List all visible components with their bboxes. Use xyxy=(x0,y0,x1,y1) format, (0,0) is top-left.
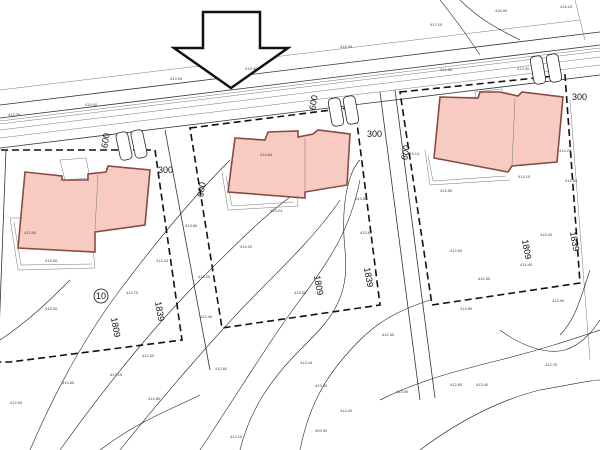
dim-middle-offset: 600 xyxy=(195,181,207,198)
svg-text:413.50: 413.50 xyxy=(355,196,368,201)
road-lines xyxy=(0,0,600,149)
svg-text:413.30: 413.30 xyxy=(8,112,21,117)
svg-text:409.90: 409.90 xyxy=(315,428,328,433)
svg-text:413.30: 413.30 xyxy=(517,66,530,71)
building-lines xyxy=(0,74,581,363)
plot-boundaries xyxy=(0,89,591,401)
dim-left-front: 300 xyxy=(158,165,173,175)
houses xyxy=(17,91,564,253)
cars xyxy=(115,53,563,161)
house-middle xyxy=(227,129,351,199)
svg-text:412.10: 412.10 xyxy=(230,434,243,439)
svg-text:414.30: 414.30 xyxy=(478,276,491,281)
lot-number: 10 xyxy=(96,291,106,301)
svg-text:414.60: 414.60 xyxy=(62,380,75,385)
dim-middle-front: 300 xyxy=(367,129,382,139)
svg-text:413.24: 413.24 xyxy=(270,208,283,213)
svg-text:413.44: 413.44 xyxy=(156,258,169,263)
svg-text:413.90: 413.90 xyxy=(170,76,183,81)
svg-text:414.60: 414.60 xyxy=(565,178,578,183)
dim-left-offset: 600 xyxy=(99,132,111,149)
dim-right-depth-a: 1809 xyxy=(520,239,533,260)
svg-text:417.15: 417.15 xyxy=(430,22,443,27)
lot-number-badge: 10 xyxy=(93,288,109,304)
svg-text:412.50: 412.50 xyxy=(382,332,395,337)
svg-text:413.50: 413.50 xyxy=(440,67,453,72)
dim-middle-depth-b: 1839 xyxy=(362,267,375,288)
svg-text:414.30: 414.30 xyxy=(142,353,155,358)
svg-text:415.00: 415.00 xyxy=(294,290,307,295)
svg-text:413.30: 413.30 xyxy=(315,383,328,388)
svg-text:413.90: 413.90 xyxy=(552,298,565,303)
dim-middle-depth-a: 1809 xyxy=(312,275,325,296)
svg-text:414.70: 414.70 xyxy=(126,290,139,295)
svg-text:413.14: 413.14 xyxy=(407,151,420,156)
dimension-labels: 300 300 300 600 600 600 600 1809 1839 18… xyxy=(99,92,587,338)
dim-left-depth-b: 1839 xyxy=(153,301,166,322)
svg-text:415.40: 415.40 xyxy=(245,66,258,71)
svg-text:414.50: 414.50 xyxy=(440,188,453,193)
svg-text:412.60: 412.60 xyxy=(215,366,228,371)
building-line-right xyxy=(399,74,581,306)
svg-text:413.80: 413.80 xyxy=(360,230,373,235)
dim-right-front: 300 xyxy=(572,92,587,102)
house-right xyxy=(433,91,564,173)
svg-text:412.50: 412.50 xyxy=(10,400,23,405)
svg-text:413.90: 413.90 xyxy=(396,389,409,394)
svg-text:412.70: 412.70 xyxy=(545,362,558,367)
house-left xyxy=(17,165,151,253)
svg-text:413.15: 413.15 xyxy=(110,372,123,377)
svg-text:413.60: 413.60 xyxy=(24,230,37,235)
svg-text:413.16: 413.16 xyxy=(300,360,313,365)
svg-text:414.40: 414.40 xyxy=(340,408,353,413)
svg-text:416.20: 416.20 xyxy=(340,44,353,49)
svg-text:414.29: 414.29 xyxy=(559,148,572,153)
dim-left-depth-a: 1809 xyxy=(109,317,122,338)
svg-text:413.20: 413.20 xyxy=(198,274,211,279)
svg-text:414.50: 414.50 xyxy=(45,258,58,263)
svg-text:416.90: 416.90 xyxy=(495,8,508,13)
dim-middle-offset-b: 600 xyxy=(307,94,319,111)
svg-text:414.80: 414.80 xyxy=(148,396,161,401)
svg-text:413.80: 413.80 xyxy=(185,223,198,228)
svg-text:415.50: 415.50 xyxy=(45,306,58,311)
svg-text:414.80: 414.80 xyxy=(460,306,473,311)
svg-text:412.40: 412.40 xyxy=(200,314,213,319)
dim-right-offset: 600 xyxy=(399,144,411,161)
svg-text:414.40: 414.40 xyxy=(520,262,533,267)
svg-text:412.80: 412.80 xyxy=(450,382,463,387)
svg-text:413.50: 413.50 xyxy=(450,248,463,253)
building-line-middle xyxy=(189,106,381,329)
svg-text:414.20: 414.20 xyxy=(240,244,253,249)
svg-text:416.10: 416.10 xyxy=(560,4,573,9)
arrow-down-icon xyxy=(170,10,292,90)
spot-elevations: 413.30 414.00 413.90 415.40 416.20 417.1… xyxy=(8,4,578,439)
svg-text:414.84: 414.84 xyxy=(260,152,273,157)
dim-right-depth-b: 1839 xyxy=(568,231,581,252)
svg-text:414.00: 414.00 xyxy=(85,102,98,107)
svg-text:414.15: 414.15 xyxy=(518,174,531,179)
svg-text:415.40: 415.40 xyxy=(540,232,553,237)
building-line-left xyxy=(0,149,183,363)
svg-text:413.40: 413.40 xyxy=(476,382,489,387)
